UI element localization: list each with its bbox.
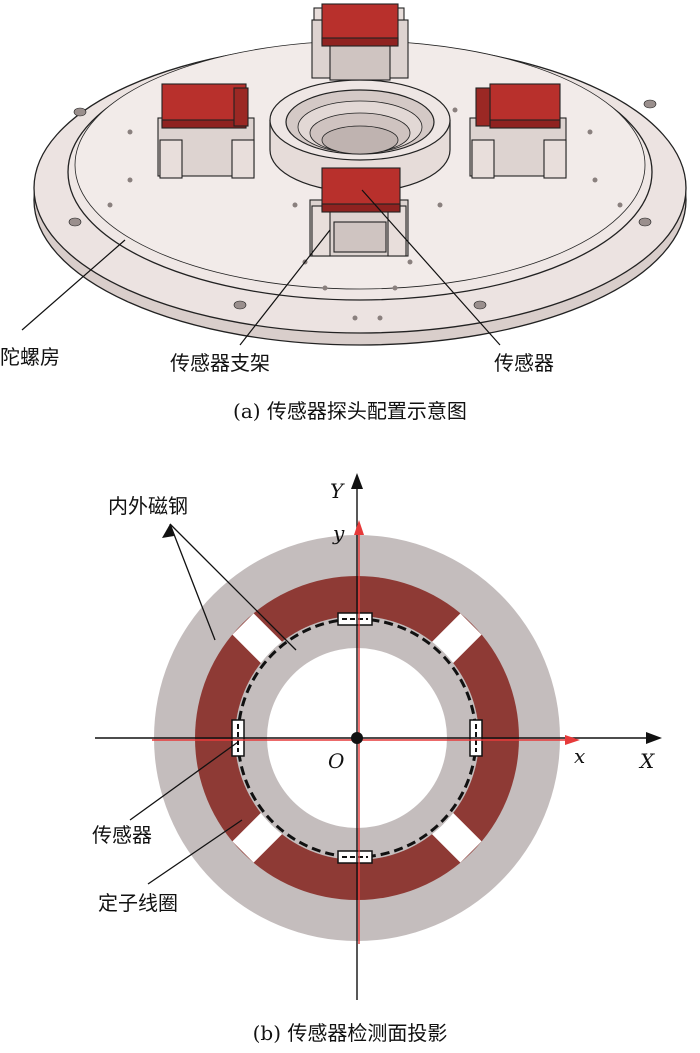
- label-stator: 定子线圈: [98, 891, 178, 915]
- leader-magnets-inner: [169, 523, 297, 651]
- sensor-assembly-right: [469, 83, 567, 179]
- arrow-y: [354, 520, 364, 535]
- sensor-block-right: [489, 83, 561, 127]
- arrow-x: [565, 735, 580, 745]
- arrow-Y: [351, 473, 363, 489]
- axis-label-Y: Y: [330, 479, 345, 503]
- leader-stator: [147, 819, 243, 885]
- caption-b: (b) 传感器检测面投影: [253, 1021, 448, 1045]
- axis-label-x: x: [574, 744, 585, 768]
- origin-dot: [351, 732, 363, 744]
- sensor-block-top: [321, 3, 399, 45]
- sensor-assembly-front: [309, 167, 409, 257]
- label-sensor-a: 传感器: [494, 351, 554, 375]
- sensor-assembly-top: [311, 3, 409, 81]
- label-magnets: 内外磁钢: [108, 494, 188, 518]
- sensor-assembly-left: [157, 83, 255, 179]
- leader-housing: [21, 239, 126, 331]
- label-sensor-b: 传感器: [92, 823, 152, 847]
- sensor-block-left: [161, 83, 247, 127]
- leader-magnets-outer: [169, 523, 216, 641]
- caption-a: (a) 传感器探头配置示意图: [233, 399, 467, 423]
- center-cylinder: [269, 79, 451, 193]
- axis-label-X: X: [638, 749, 655, 773]
- figure-a: 陀螺房 传感器支架 传感器 (a) 传感器探头配置示意图: [0, 3, 687, 423]
- leader-bracket: [239, 229, 331, 346]
- axis-label-y: y: [332, 521, 345, 545]
- figure-b: Y y X x O 内外磁钢 传感器 定子线圈 (b) 传感器检测面投影: [92, 473, 662, 1045]
- leader-sensor-a: [361, 189, 501, 346]
- origin-label: O: [328, 749, 344, 773]
- leader-sensor-b: [129, 741, 239, 821]
- label-housing: 陀螺房: [0, 345, 60, 369]
- label-bracket: 传感器支架: [170, 351, 270, 375]
- sensor-block-front: [321, 167, 401, 211]
- arrow-X: [646, 732, 662, 744]
